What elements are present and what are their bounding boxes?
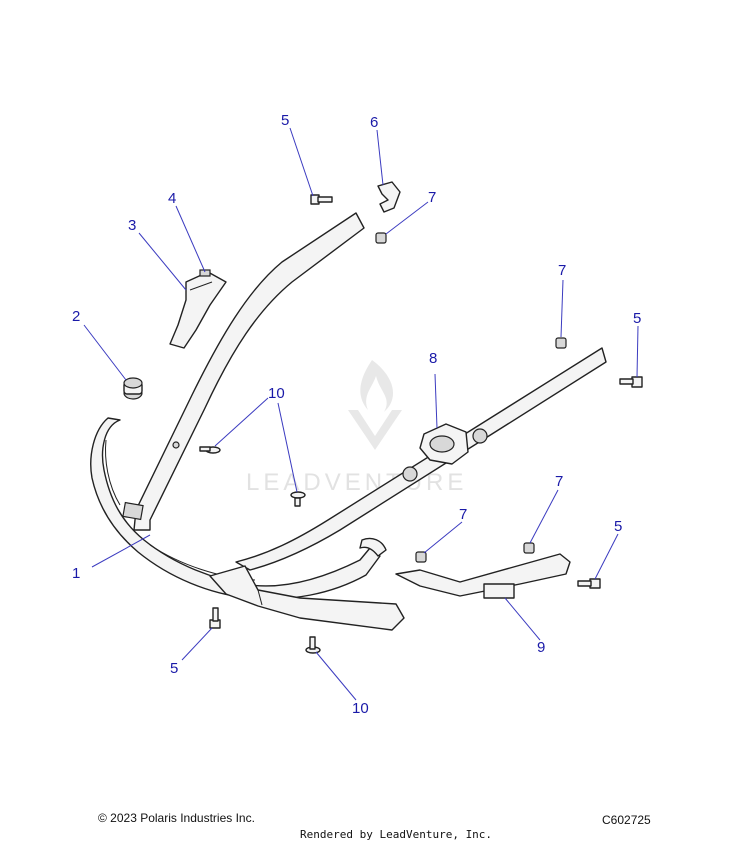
part-2-grommet (123, 377, 143, 400)
part-7-nut-c (415, 551, 427, 563)
part-10-pushpin-c (305, 636, 321, 654)
rendered-by-text: Rendered by LeadVenture, Inc. (300, 828, 493, 841)
callout-5-top: 5 (281, 112, 289, 129)
part-5-bolt-right (619, 376, 643, 388)
part-10-pushpin-a (199, 446, 221, 454)
watermark-text: LEADVENTURE (246, 469, 467, 496)
callout-3: 3 (128, 217, 136, 234)
part-3-4-bracket (169, 269, 227, 349)
callout-6: 6 (370, 114, 378, 131)
part-10-pushpin-b (290, 491, 306, 507)
callout-4: 4 (168, 190, 176, 207)
part-5-bolt-lower-left (209, 607, 221, 629)
leader-lines (83, 127, 639, 701)
part-7-nut-d (523, 542, 535, 554)
watermark-logo (348, 360, 402, 450)
callout-10-top: 10 (268, 385, 285, 402)
figure-code: C602725 (602, 813, 651, 827)
part-6-clip (377, 181, 401, 213)
callout-1: 1 (72, 565, 80, 582)
part-skid-plate (209, 565, 405, 631)
callout-7-lower-right: 7 (555, 473, 563, 490)
part-5-bolt-lower-right (577, 578, 601, 589)
callout-10-bottom: 10 (352, 700, 369, 717)
callout-5-lower-right: 5 (614, 518, 622, 535)
part-7-nut-a (375, 232, 387, 244)
callout-5-right: 5 (633, 310, 641, 327)
part-7-nut-b (555, 337, 567, 349)
copyright-text: © 2023 Polaris Industries Inc. (98, 811, 255, 825)
callout-8: 8 (429, 350, 437, 367)
part-8-hitch-plate (402, 423, 488, 482)
callout-7-top: 7 (428, 189, 436, 206)
callout-2: 2 (72, 308, 80, 325)
callout-9: 9 (537, 639, 545, 656)
callout-5-lower-left: 5 (170, 660, 178, 677)
callout-7-middle: 7 (459, 506, 467, 523)
part-9-brace (395, 553, 571, 599)
callout-7-right: 7 (558, 262, 566, 279)
part-1-bumper-tube (90, 212, 607, 600)
part-5-bolt-top (310, 194, 333, 205)
